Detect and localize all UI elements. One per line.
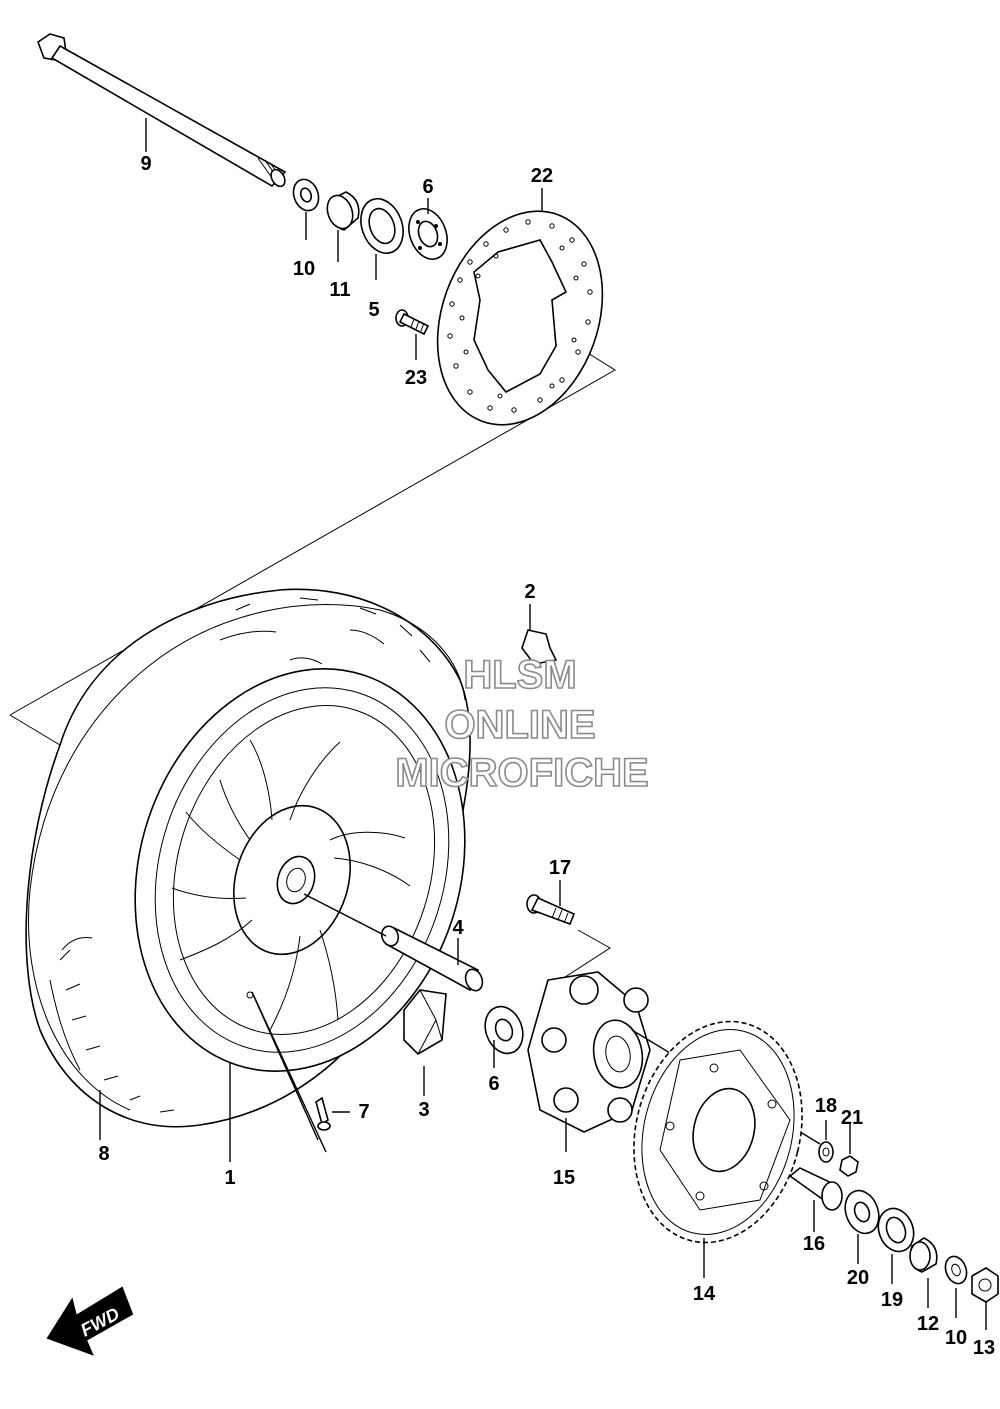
callout-5: 5 — [368, 299, 379, 321]
callout-10-lower: 10 — [945, 1327, 967, 1349]
watermark-line-1: HLSM — [463, 653, 576, 697]
fwd-arrow-icon: FWD — [46, 1286, 134, 1356]
tire-valve — [315, 1096, 350, 1131]
wheel-leader-lines — [99, 118, 327, 1162]
callout-23: 23 — [405, 367, 427, 389]
callout-16: 16 — [803, 1233, 825, 1255]
callout-9: 9 — [140, 153, 151, 175]
callout-13: 13 — [973, 1337, 995, 1359]
callout-6-top: 6 — [422, 176, 433, 198]
watermark-line-2: ONLINE — [444, 703, 595, 747]
bearing-lower — [484, 1005, 524, 1068]
disc-bolt — [395, 309, 430, 336]
callout-11: 11 — [329, 279, 350, 301]
callout-6-lower: 6 — [488, 1073, 499, 1095]
drum-oil-seal — [877, 1207, 915, 1284]
callout-15: 15 — [553, 1167, 575, 1189]
callout-2: 2 — [524, 581, 535, 603]
wheel-spacer-tube — [303, 893, 484, 992]
drum-spacer — [788, 1167, 843, 1232]
washer-top — [292, 178, 320, 212]
callout-14: 14 — [693, 1283, 716, 1305]
axle-nut — [971, 1267, 999, 1330]
callout-21: 21 — [841, 1107, 863, 1129]
callout-8: 8 — [98, 1143, 109, 1165]
callout-20: 20 — [847, 1267, 869, 1289]
callout-22: 22 — [531, 165, 553, 187]
collar-spacer-top — [326, 191, 360, 231]
retaining-clip — [521, 604, 558, 665]
cush-damper — [403, 989, 447, 1096]
drum-bearing — [844, 1189, 880, 1264]
callout-18: 18 — [815, 1095, 837, 1117]
callout-12: 12 — [917, 1313, 939, 1335]
callout-labels: 9 10 11 5 6 22 23 2 17 4 6 3 7 8 1 15 18… — [98, 153, 995, 1359]
callout-19: 19 — [881, 1289, 903, 1311]
rear-axle — [37, 33, 287, 188]
watermark: HLSM ONLINE MICROFICHE — [395, 652, 650, 796]
collar-spacer-lower — [909, 1237, 938, 1308]
top-leader-lines — [305, 188, 543, 360]
callout-7: 7 — [358, 1101, 369, 1123]
oil-seal — [360, 198, 404, 254]
rear-sprocket — [633, 1020, 803, 1278]
sprocket-nut — [839, 1124, 859, 1177]
brake-disc — [436, 210, 604, 426]
rear-wheel-rim — [134, 668, 466, 1072]
callout-4: 4 — [452, 917, 464, 939]
callout-3: 3 — [418, 1099, 429, 1121]
washer-lower — [944, 1255, 968, 1318]
callout-1: 1 — [224, 1167, 235, 1189]
bearing-top — [408, 208, 448, 260]
callout-17: 17 — [549, 857, 571, 879]
watermark-line-3: MICROFICHE — [395, 751, 648, 795]
callout-10-top: 10 — [293, 258, 315, 280]
sprocket-washer — [818, 1120, 834, 1163]
